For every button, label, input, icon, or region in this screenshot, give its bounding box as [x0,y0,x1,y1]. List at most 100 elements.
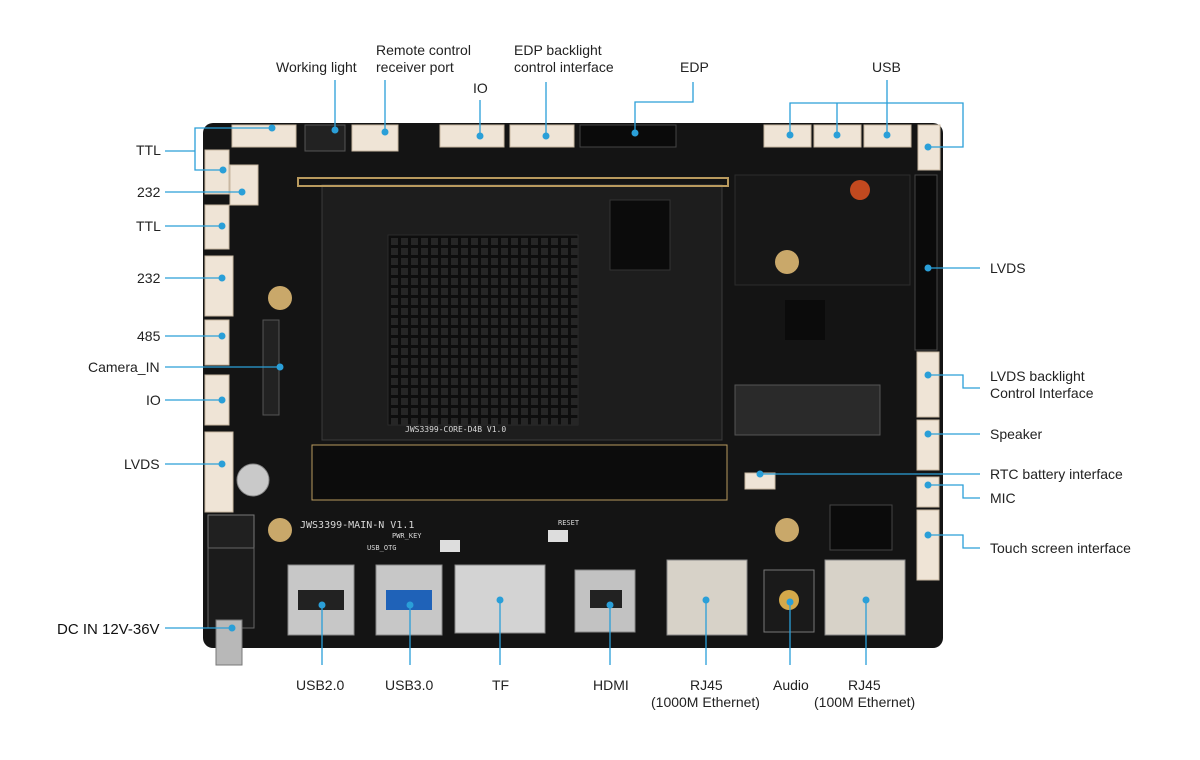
heatsink-fin [561,418,568,425]
heatsink-fin [481,368,488,375]
heatsink-fin [511,368,518,375]
heatsink-fin [571,318,578,325]
heatsink-fin [431,278,438,285]
heatsink-fin [501,408,508,415]
heatsink-fin [511,268,518,275]
mount-hole [268,286,292,310]
heatsink-fin [471,248,478,255]
heatsink-fin [551,318,558,325]
heatsink-fin [571,338,578,345]
heatsink-fin [441,388,448,395]
heatsink-fin [481,338,488,345]
leader-dot-touch [924,531,932,539]
heatsink-fin [401,338,408,345]
leader-dot-tf [496,596,504,604]
heatsink-fin [481,348,488,355]
mount-hole [775,250,799,274]
heatsink-fin [541,418,548,425]
heatsink-fin [451,268,458,275]
callout-labels: Working light Remote control receiver po… [57,42,1131,710]
heatsink-fin [391,308,398,315]
heatsink-fin [441,418,448,425]
heatsink-fin [421,318,428,325]
heatsink-fin [501,348,508,355]
heatsink-fin [491,378,498,385]
heatsink-fin [471,378,478,385]
heatsink-fin [541,238,548,245]
label-remote-control-1: Remote control [376,42,471,58]
leader-dot-ttl-bracket [268,124,276,132]
heatsink-fin [571,278,578,285]
heatsink-fin [391,328,398,335]
heatsink-fin [431,408,438,415]
heatsink-fin [451,408,458,415]
heatsink-fin [441,238,448,245]
heatsink-fin [551,238,558,245]
heatsink-fin [431,378,438,385]
heatsink-fin [431,368,438,375]
label-edp: EDP [680,59,709,75]
heatsink-fin [511,388,518,395]
heatsink-fin [421,348,428,355]
leader-dot-usb-4 [924,143,932,151]
heatsink-fin [401,298,408,305]
heatsink-fin [471,298,478,305]
heatsink-fin [451,318,458,325]
leader-line-usb-bus [789,102,964,148]
heatsink-fin [561,408,568,415]
heatsink-fin [501,318,508,325]
connector [204,319,230,366]
sodimm-slot [311,444,728,501]
heatsink-fin [431,398,438,405]
heatsink-fin [421,278,428,285]
heatsink-fin [571,238,578,245]
heatsink-fin [431,308,438,315]
heatsink-fin [561,328,568,335]
connector [509,124,575,148]
label-lvds-right: LVDS [990,260,1026,276]
heatsink-fin [521,278,528,285]
heatsink-fin [431,318,438,325]
heatsink-fin [531,388,538,395]
heatsink-fin [541,348,548,355]
heatsink-fin [541,378,548,385]
mpcie-slot [734,384,881,436]
heatsink-fin [531,248,538,255]
leader-dot-lvds-backlight [924,371,932,379]
heatsink-fin [541,258,548,265]
heatsink-fin [521,338,528,345]
connector [351,124,399,152]
heatsink-fin [391,358,398,365]
heatsink-fin [401,398,408,405]
label-rj45-100-2: (100M Ethernet) [814,694,915,710]
heatsink-fin [411,328,418,335]
heatsink-fin [501,358,508,365]
heatsink-fin [391,278,398,285]
heatsink-fin [441,378,448,385]
heatsink-fin [451,388,458,395]
heatsink-fin [491,408,498,415]
heatsink-fin [451,338,458,345]
heatsink-fin [411,318,418,325]
heatsink-fin [491,388,498,395]
heatsink-fin [571,258,578,265]
hdmi-opening [590,590,622,608]
heatsink-fin [391,388,398,395]
heatsink-fin [521,358,528,365]
heatsink-fin [491,278,498,285]
label-hdmi: HDMI [593,677,629,693]
heatsink-fin [431,238,438,245]
heatsink-fin [461,288,468,295]
heatsink-fin [411,258,418,265]
heatsink-fin [541,268,548,275]
leader-dot-edp [631,129,639,137]
leader-dot-rj45-1000 [702,596,710,604]
label-io-top: IO [473,80,488,96]
heatsink-fin [501,418,508,425]
heatsink-fin [451,298,458,305]
heatsink-fin [511,358,518,365]
heatsink-fin [441,288,448,295]
heatsink-fin [491,348,498,355]
connector [229,164,259,206]
